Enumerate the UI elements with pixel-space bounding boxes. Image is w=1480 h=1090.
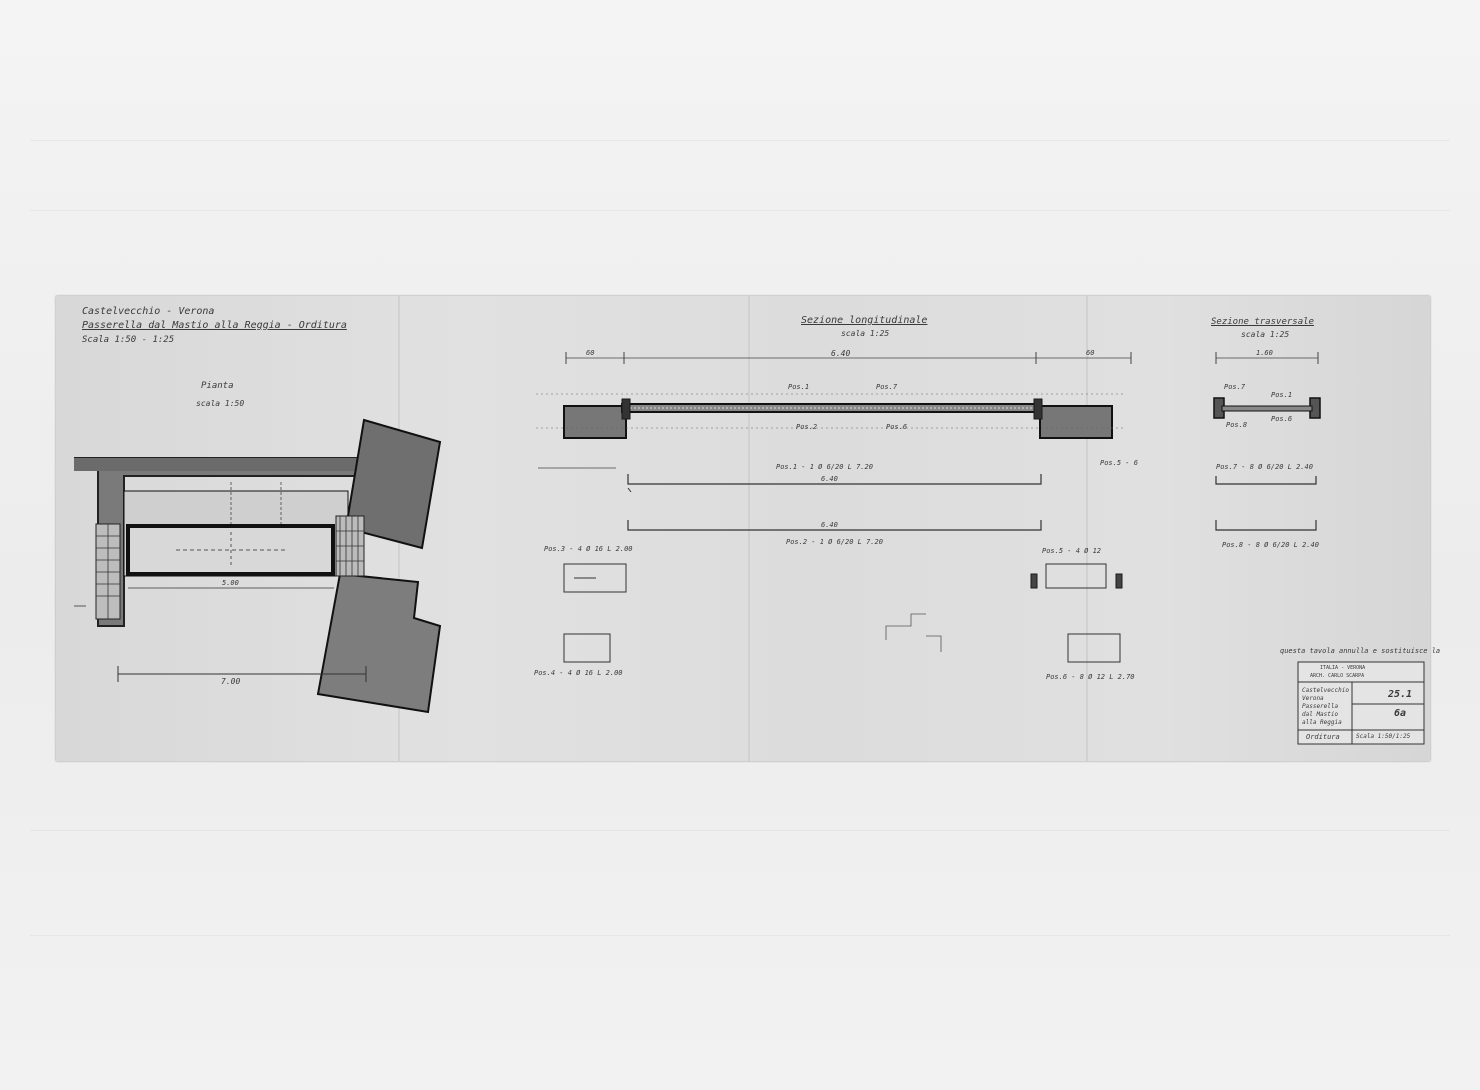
stamp-scale: Scala 1:50/1:25 [1356,733,1411,740]
pos5-label: Pos.5 - 4 Ø 12 [1042,547,1102,555]
plan-wall-top [74,458,362,471]
sheet-title-line2: Passerella dal Mastio alla Reggia - Ordi… [82,320,347,331]
stamp-subject: Orditura [1306,733,1340,741]
long-label: Pos.7 [876,383,898,391]
paper-streak [30,935,1450,936]
sheet-fold [748,296,750,761]
bar-pos2-length: 6.40 [821,521,838,529]
cross-bar-a: Pos.7 - 8 Ø 6/20 L 2.40 [1216,463,1313,471]
bar-pos2-label: Pos.2 - 1 Ø 6/20 L 7.20 [786,538,883,546]
stamp-number: 25.1 [1388,689,1413,700]
plan-dim-inner: 5.00 [222,579,239,587]
pos5-stirrup [1045,563,1107,589]
stamp-header1: ITALIA - VERONA [1320,665,1366,671]
cross-section-scale: scala 1:25 [1241,330,1290,339]
cross-label: Pos.1 [1271,391,1293,399]
stamp-project: Verona [1302,695,1324,702]
bar-pos1-length: 6.40 [821,475,838,483]
sheet-fold [1086,296,1088,761]
bar-pos1-shape [627,474,1042,485]
paper-streak [30,830,1450,831]
plan-tower-upper [344,418,442,550]
stamp-header2: ARCH. CARLO SCARPA [1310,673,1365,679]
bar-pos1-label: Pos.1 - 1 Ø 6/20 L 7.20 [776,463,873,471]
long-label: Pos.1 [788,383,810,391]
plan-tower-lower [316,572,442,714]
pos-c-label: Pos.5 - 6 [1100,459,1138,467]
plan-scale: scala 1:50 [196,399,245,408]
pos3-label: Pos.3 - 4 Ø 16 L 2.00 [544,545,633,553]
stamp-project: alla Reggia [1302,719,1342,726]
long-dim-left: 60 [586,349,595,357]
longitudinal-section [536,352,1132,663]
stamp-project: dal Mastio [1302,711,1339,718]
plan-drawing [74,418,442,714]
pos3-stirrup [563,563,627,593]
sheet-title-line1: Castelvecchio - Verona [82,306,215,317]
cross-label: Pos.6 [1271,415,1293,423]
cross-section-title: Sezione trasversale [1211,317,1314,327]
sheet-title-scale: Scala 1:50 - 1:25 [82,335,175,345]
cross-section [1213,352,1321,531]
cross-dim-top: 1.60 [1256,349,1273,357]
section-support-right [1039,405,1113,439]
long-section-title: Sezione longitudinale [801,315,928,326]
paper-streak [30,210,1450,211]
pos4-stirrup [563,633,611,663]
paper-streak [30,140,1450,141]
long-label: Pos.6 [886,423,908,431]
cross-label: Pos.8 [1226,421,1248,429]
technical-drawing [74,352,1425,745]
stamp-project: Passerella [1302,703,1339,710]
pos6-label: Pos.6 - 8 Ø 12 L 2.70 [1046,673,1135,681]
long-dim-right: 60 [1086,349,1095,357]
long-section-scale: scala 1:25 [841,329,890,338]
title-stamp [1297,661,1425,745]
plan-dim-bottom: 7.00 [221,677,241,686]
cross-label: Pos.7 [1224,383,1246,391]
pos4-label: Pos.4 - 4 Ø 16 L 2.00 [534,669,623,677]
section-support-left [563,405,627,439]
drawing-sheet: Castelvecchio - Verona Passerella dal Ma… [56,296,1440,761]
pos6-stirrup [1067,633,1121,663]
detail-sketch [885,613,926,640]
long-label: Pos.2 [796,423,818,431]
plan-title: Pianta [201,381,234,391]
long-dim-mid: 6.40 [831,349,851,358]
revision-note: questa tavola annulla e sostituisce la [1280,647,1441,655]
cross-bar-b: Pos.8 - 8 Ø 6/20 L 2.40 [1222,541,1319,549]
stamp-sheet: 6a [1394,708,1407,719]
stamp-project: Castelvecchio [1302,687,1349,694]
bar-pos2-shape [627,520,1042,531]
